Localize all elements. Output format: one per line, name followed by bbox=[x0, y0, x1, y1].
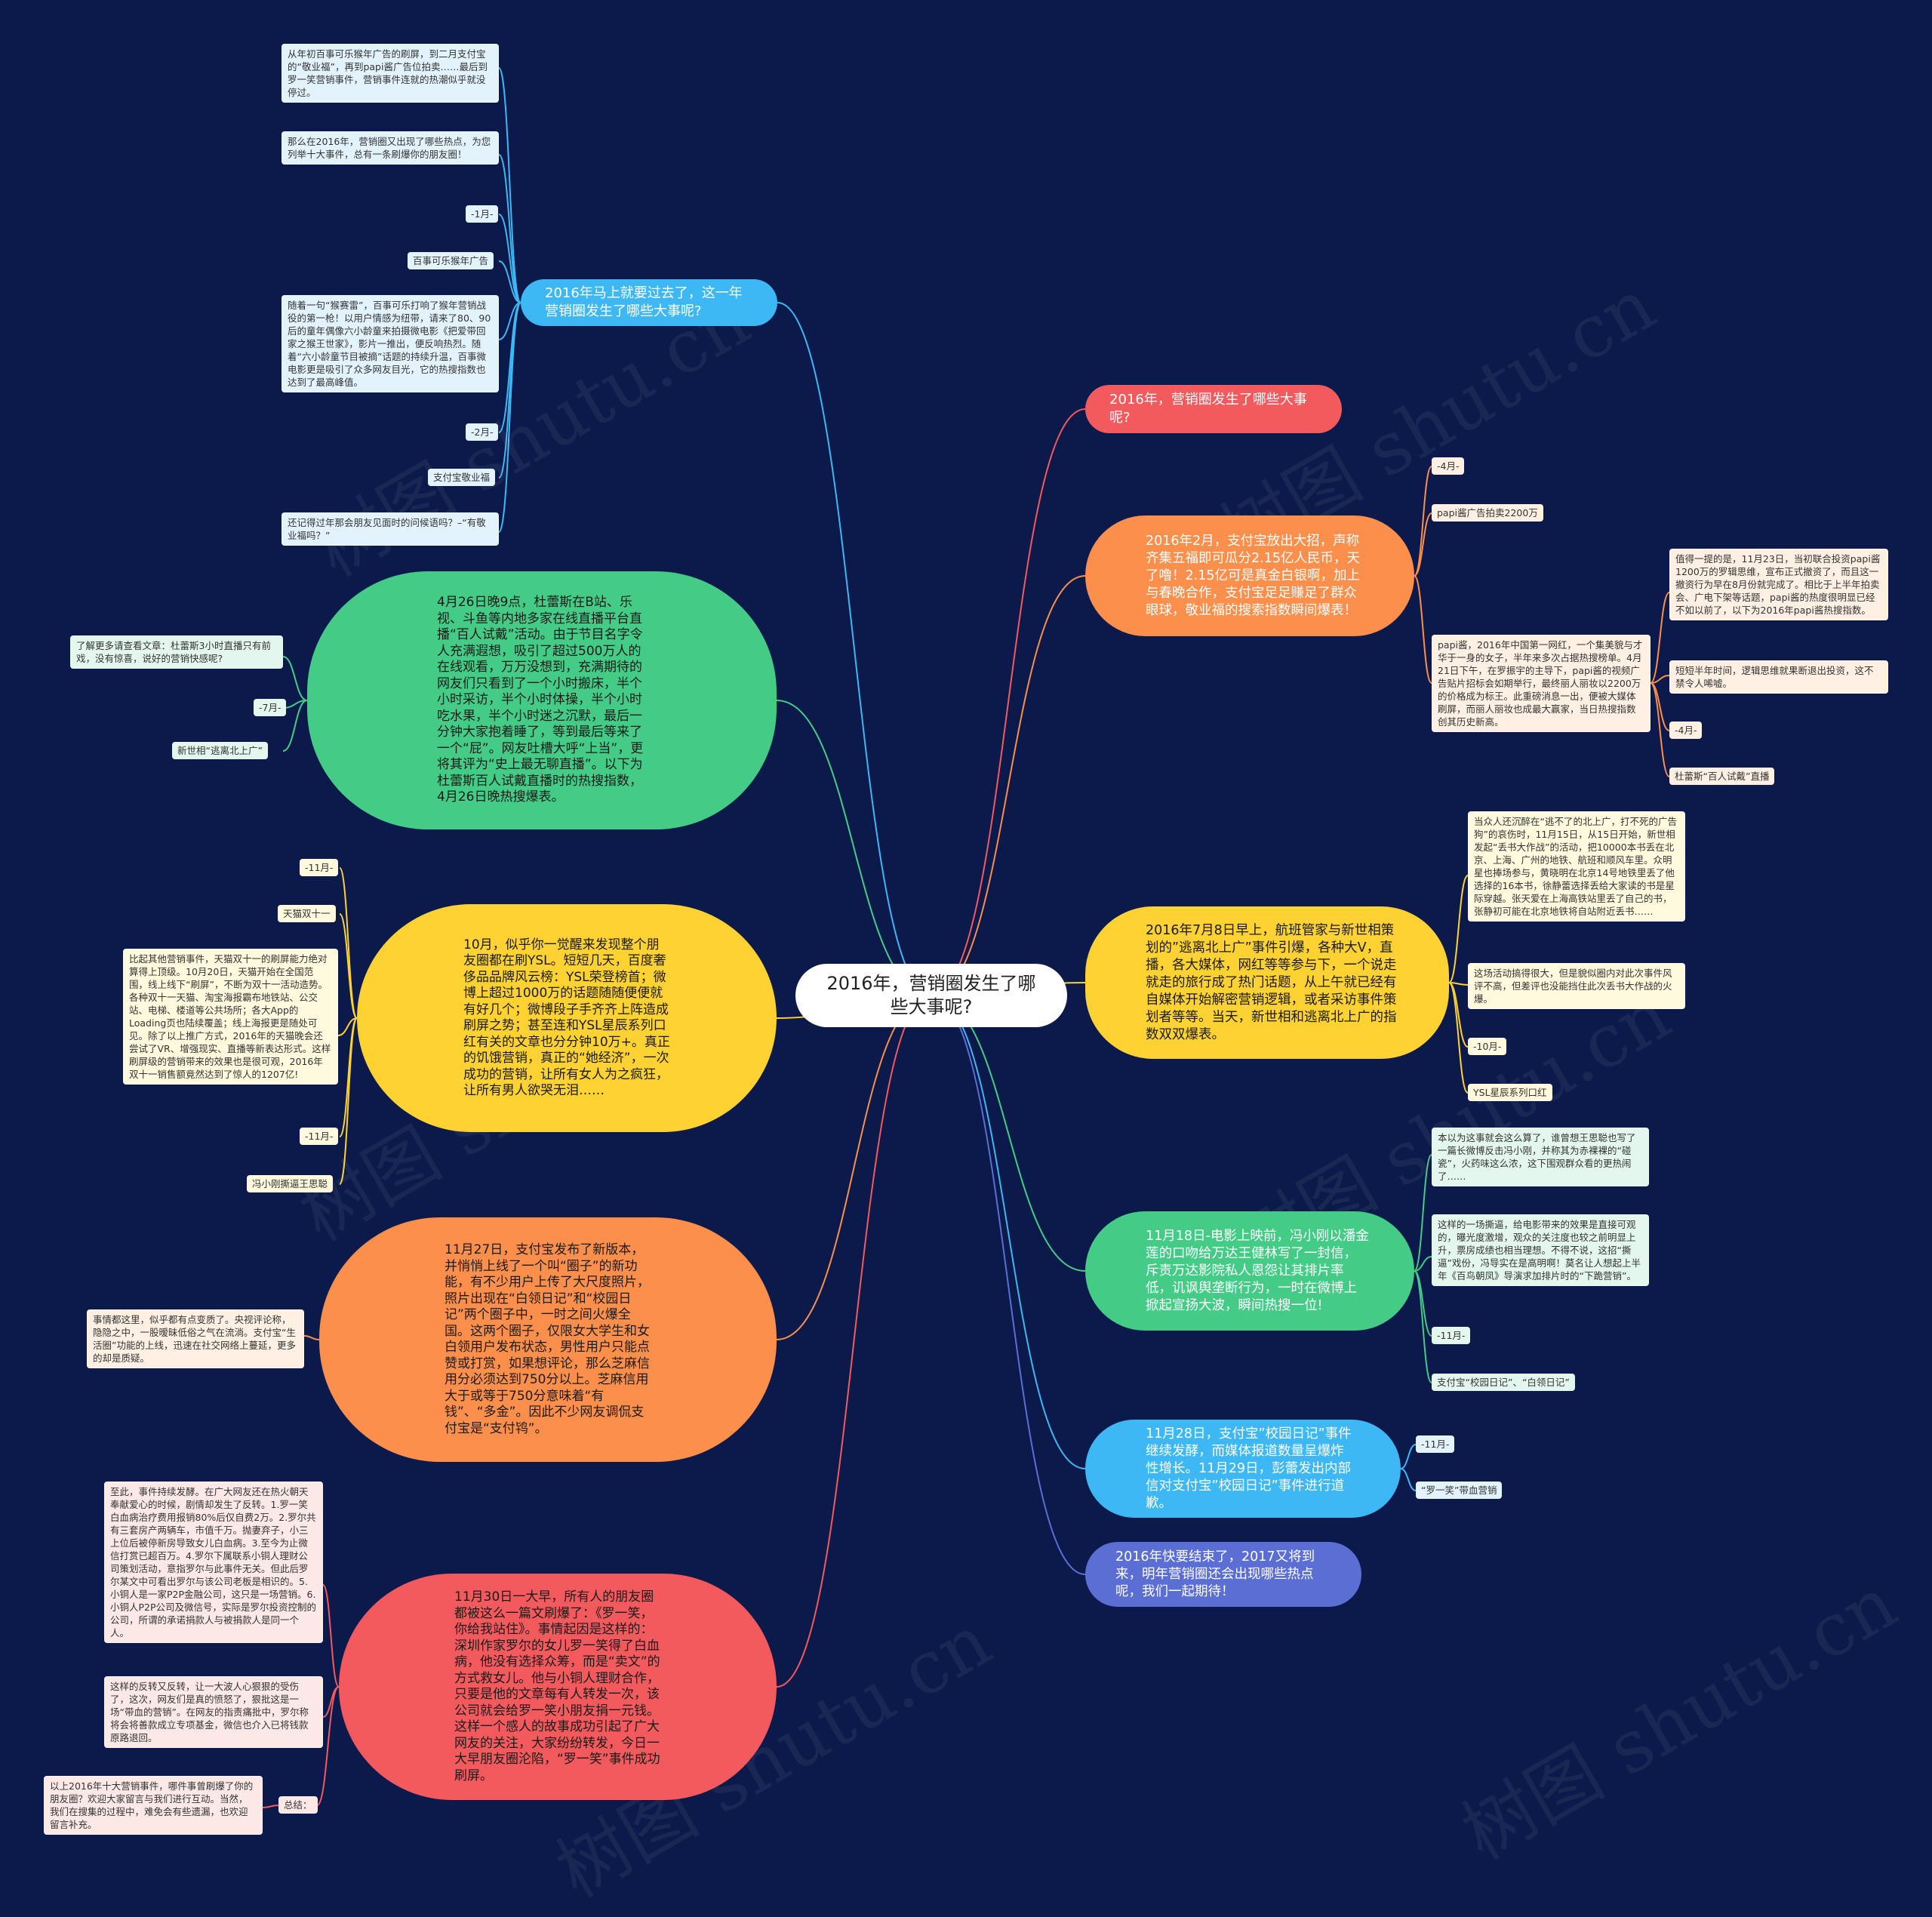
connector-blue-leaf bbox=[498, 214, 521, 303]
note-fight-effect: 这样的一场撕逼，给电影带来的效果是直接可观的，曝光度激增，观众的关注度也较之前明… bbox=[1432, 1214, 1649, 1286]
branch-escape-bsg[interactable]: 2016年7月8日早上，航班管家与新世相策划的”逃离北上广”事件引爆，各种大V，… bbox=[1085, 906, 1449, 1059]
connector-yellow-leaf bbox=[339, 1017, 358, 1185]
tag-alipay-diaries: 支付宝“校园日记”、“白领日记” bbox=[1432, 1374, 1575, 1391]
connector-yellow-leaf bbox=[339, 867, 358, 1019]
connector-summary-leaf bbox=[262, 1805, 279, 1808]
tag-july: -7月- bbox=[254, 699, 287, 716]
connector-blue-leaf bbox=[498, 302, 521, 533]
branch-alipay-wufu[interactable]: 2016年2月，支付宝放出大招，声称齐集五福即可瓜分2.15亿人民币，天了噜！2… bbox=[1085, 515, 1414, 636]
note-summary-text: 以上2016年十大营销事件，哪件事曾刷爆了你的朋友圈？欢迎大家留言与我们进行互动… bbox=[44, 1776, 263, 1835]
tag-november-2: -11月- bbox=[300, 1128, 339, 1145]
branch-luo-yixiao[interactable]: 11月30日一大早，所有人的朋友圈都被这么一篇文刷爆了：《罗一笑，你给我站住》。… bbox=[339, 1574, 777, 1800]
connector-root-red bbox=[776, 995, 932, 1688]
connector-papi-leaf bbox=[1650, 682, 1670, 777]
connector-yellow-leaf bbox=[337, 1017, 358, 1036]
note-intro-hotspots: 从年初百事可乐猴年广告的刷屏，到二月支付宝的“敬业福”，再到papi酱广告位拍卖… bbox=[281, 44, 499, 103]
note-durex-article: 了解更多请查看文章：杜蕾斯3小时直播只有前戏，没有惊喜，说好的营销快感呢? bbox=[70, 635, 283, 669]
tag-papi-auction: papi酱广告拍卖2200万 bbox=[1432, 504, 1543, 522]
connector-blue-leaf bbox=[498, 260, 521, 303]
note-wsc-reply: 本以为这事就会这么算了，谁曾想王思聪也写了一篇长微博反击冯小刚，并称其为赤裸裸的… bbox=[1432, 1128, 1649, 1186]
branch-closing[interactable]: 2016年快要结束了，2017又将到来，明年营销圈还会出现哪些热点呢，我们一起期… bbox=[1085, 1542, 1361, 1607]
connector-yellow-leaf bbox=[339, 1017, 358, 1137]
connector-blue-leaf bbox=[498, 67, 521, 303]
tag-xinshixiang: 新世相“逃离北上广” bbox=[172, 742, 268, 759]
note-papi-withdraw: 值得一提的是，11月23日，当初联合投资papi酱1200万的罗辑思维，宣布正式… bbox=[1669, 549, 1888, 620]
root-topic[interactable]: 2016年，营销圈发生了哪些大事呢? bbox=[795, 964, 1067, 1027]
connector-red-leaf bbox=[322, 1584, 340, 1688]
tag-summary: 总结： bbox=[278, 1796, 318, 1814]
connector-green-right-leaf bbox=[1414, 1256, 1432, 1272]
connector-blue-right-leaf bbox=[1400, 1468, 1417, 1491]
connector-yellow-leaf bbox=[339, 913, 358, 1019]
note-cctv-comment: 事情都这里，似乎都有点变质了。央视评论称，隐隐之中，一股暧昧低俗之气在流淌。支付… bbox=[87, 1309, 304, 1368]
connector-green-leaf bbox=[282, 656, 308, 701]
branch-diary-apology[interactable]: 11月28日，支付宝”校园日记”事件继续发酵，而媒体报道数量呈爆炸性增长。11月… bbox=[1085, 1420, 1401, 1518]
connector-green-right-leaf bbox=[1414, 1270, 1432, 1383]
note-papi-sigh: 短短半年时间，逻辑思维就果断退出投资，这不禁令人唏嘘。 bbox=[1669, 660, 1888, 694]
branch-alipay-circle[interactable]: 11月27日，支付宝发布了新版本，并悄悄上线了一个叫“圈子”的新功能，有不少用户… bbox=[319, 1217, 777, 1462]
connector-blue-leaf bbox=[498, 302, 521, 478]
note-pepsi-detail: 随着一句“猴赛雷”，百事可乐打响了猴年营销战役的第一枪！以用户情感为纽带，请来了… bbox=[281, 295, 499, 392]
branch-2016-overview[interactable]: 2016年马上就要过去了，这一年营销圈发生了哪些大事呢? bbox=[521, 279, 777, 326]
branch-durex-live[interactable]: 4月26日晚9点，杜蕾斯在B站、乐视、斗鱼等内地多家在线直播平台直播“百人试戴”… bbox=[307, 571, 777, 829]
connector-green-leaf bbox=[282, 700, 308, 752]
connector-blue-leaf bbox=[498, 154, 521, 303]
connector-blue-leaf bbox=[498, 302, 521, 340]
connector-orange-right-leaf bbox=[1414, 466, 1432, 577]
tag-fxg-wsc: 冯小刚撕逼王思聪 bbox=[247, 1175, 334, 1192]
tag-pepsi-ad: 百事可乐猴年广告 bbox=[408, 252, 494, 269]
connector-orange-leaf bbox=[303, 1335, 320, 1340]
tag-tmall-11: 天猫双十一 bbox=[278, 905, 336, 922]
tag-november-3: -11月- bbox=[1432, 1327, 1471, 1344]
tag-luo-blood-marketing: “罗一笑”带血营销 bbox=[1416, 1482, 1503, 1499]
tag-february: -2月- bbox=[466, 423, 499, 441]
tag-april-1: -4月- bbox=[1432, 457, 1465, 475]
connector-root-right-purple bbox=[931, 995, 1086, 1575]
connector-root-orange bbox=[776, 995, 932, 1340]
note-book-drop-review: 这场活动搞得很大，但是貌似圈内对此次事件风评不高，但差评也没能挡住此次丢书大作战… bbox=[1468, 963, 1685, 1009]
note-papi-detail: papi酱，2016年中国第一网红，一个集美貌与才华于一身的女子，半年来多次占据… bbox=[1432, 635, 1651, 732]
tag-october: -10月- bbox=[1468, 1038, 1507, 1055]
tag-january: -1月- bbox=[466, 205, 499, 223]
connector-root-blue bbox=[777, 302, 932, 996]
connector-yellow-right-leaf bbox=[1448, 982, 1469, 986]
note-luo-anger: 这样的反转又反转，让一大波人心狠狠的受伤了，这次，网友们是真的愤怒了，狠批这是一… bbox=[104, 1676, 323, 1748]
tag-november-1: -11月- bbox=[300, 859, 339, 876]
branch-ysl[interactable]: 10月，似乎你一觉醒来发现整个朋友圈都在刷YSL。短短几天，百度奢侈品品牌风云榜… bbox=[357, 904, 777, 1132]
tag-ysl-lipstick: YSL星辰系列口红 bbox=[1468, 1084, 1552, 1101]
tag-april-2: -4月- bbox=[1669, 722, 1703, 739]
connector-red-leaf bbox=[316, 1686, 340, 1806]
note-book-drop: 当众人还沉醉在“逃不了的北上广，打不死的广告狗”的哀伤时，11月15日，从15日… bbox=[1468, 811, 1685, 922]
tag-november-4: -11月- bbox=[1416, 1435, 1455, 1453]
connector-orange-right-leaf bbox=[1414, 575, 1432, 684]
connector-root-right-blue bbox=[931, 995, 1086, 1469]
connector-yellow-right-leaf bbox=[1448, 982, 1469, 1094]
branch-right-question[interactable]: 2016年，营销圈发生了哪些大事呢? bbox=[1085, 385, 1342, 433]
connector-papi-leaf bbox=[1650, 675, 1670, 684]
tag-durex-live: 杜蕾斯“百人试戴”直播 bbox=[1669, 768, 1775, 785]
connector-yellow-right-leaf bbox=[1448, 875, 1469, 983]
branch-fxg-letter[interactable]: 11月18日-电影上映前，冯小刚以潘金莲的口吻给万达王健林写了一封信，斥责万达影… bbox=[1085, 1211, 1414, 1331]
note-ten-events: 那么在2016年，营销圈又出现了哪些热点，为您列举十大事件，总有一条刷爆你的朋友… bbox=[281, 131, 499, 165]
connector-root-green bbox=[776, 700, 932, 996]
connector-orange-right-leaf bbox=[1414, 512, 1432, 577]
connector-root-right-red bbox=[931, 408, 1086, 996]
connector-green-right-leaf bbox=[1414, 1154, 1432, 1272]
tag-alipay-fu: 支付宝敬业福 bbox=[428, 469, 496, 486]
connector-papi-leaf bbox=[1650, 592, 1670, 684]
note-tmall-detail: 比起其他营销事件，天猫双十一的刷屏能力绝对算得上顶级。10月20日，天猫开始在全… bbox=[123, 949, 338, 1085]
connector-blue-right-leaf bbox=[1400, 1444, 1417, 1469]
connector-root-right-orange bbox=[931, 575, 1086, 996]
note-luo-reversal: 至此，事件持续发酵。在广大网友还在热火朝天奉献爱心的时候，剧情却发生了反转。1.… bbox=[104, 1482, 323, 1643]
note-fu-greeting: 还记得过年那会朋友见面时的问候语吗？–“有敬业福吗？” bbox=[281, 512, 499, 546]
